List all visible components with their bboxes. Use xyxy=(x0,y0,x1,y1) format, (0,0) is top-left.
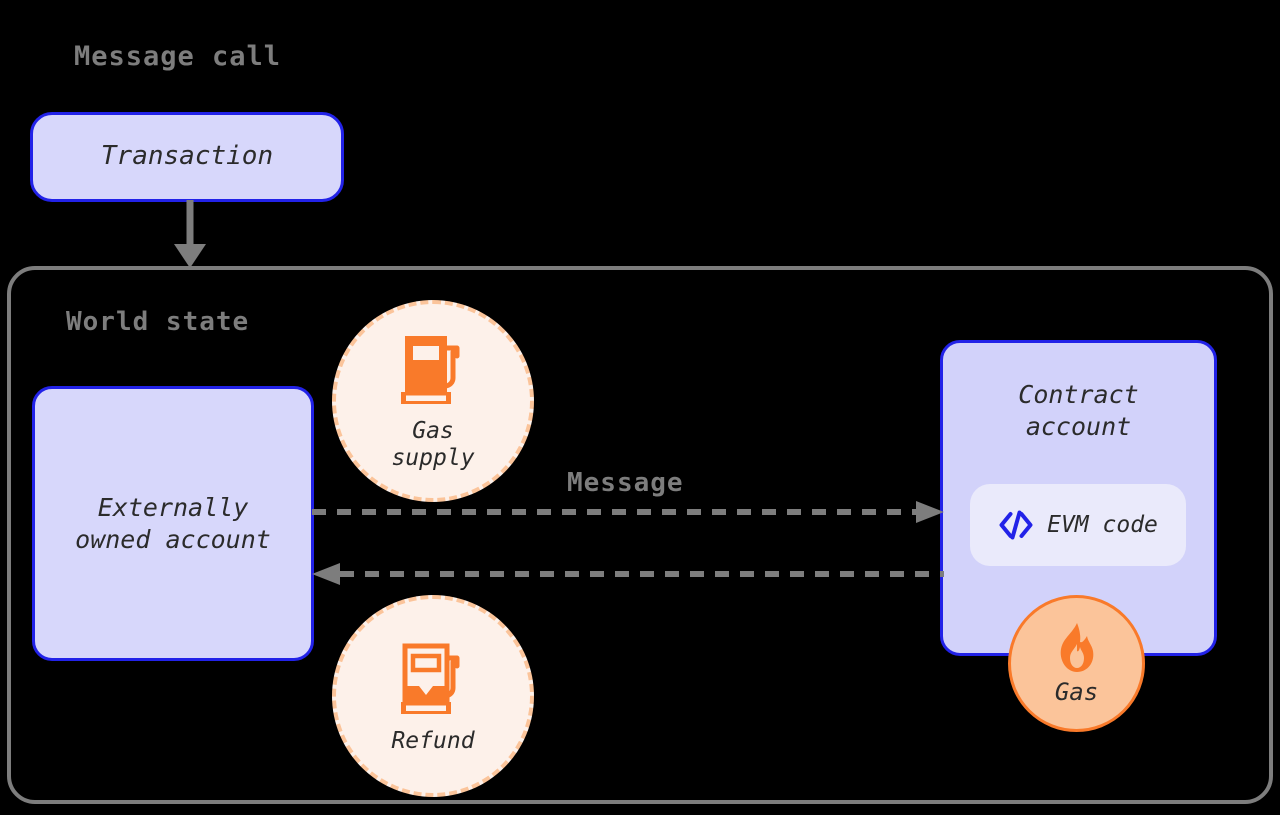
page-title: Message call xyxy=(74,41,282,72)
badge-refund-label: Refund xyxy=(391,728,475,755)
flame-icon xyxy=(1060,622,1093,672)
fuel-pump-low-icon xyxy=(401,643,460,715)
arrow-transaction-to-world-state xyxy=(174,200,206,268)
arrow-message-label: Message xyxy=(567,468,684,498)
world-state-title: World state xyxy=(66,307,250,337)
fuel-pump-full-icon xyxy=(401,335,460,404)
world-state-container xyxy=(7,266,1273,804)
badge-refund[interactable]: Refund xyxy=(332,595,534,797)
node-transaction[interactable]: Transaction xyxy=(30,112,344,202)
evm-code-label: EVM code xyxy=(1047,512,1158,538)
code-brackets-icon xyxy=(999,510,1033,540)
badge-gas[interactable]: Gas xyxy=(1008,595,1145,732)
badge-gas-supply-label: Gas supply xyxy=(391,417,475,471)
arrow-message-outbound xyxy=(312,501,944,523)
badge-gas-supply[interactable]: Gas supply xyxy=(332,300,534,502)
badge-gas-label: Gas xyxy=(1054,677,1099,706)
node-eoa-label: Externally owned account xyxy=(75,492,271,554)
evm-code-pill[interactable]: EVM code xyxy=(970,484,1186,566)
arrow-message-return xyxy=(312,563,944,585)
node-transaction-label: Transaction xyxy=(100,141,274,172)
node-externally-owned-account[interactable]: Externally owned account xyxy=(32,386,314,661)
node-contract-label: Contract account xyxy=(1018,380,1139,441)
